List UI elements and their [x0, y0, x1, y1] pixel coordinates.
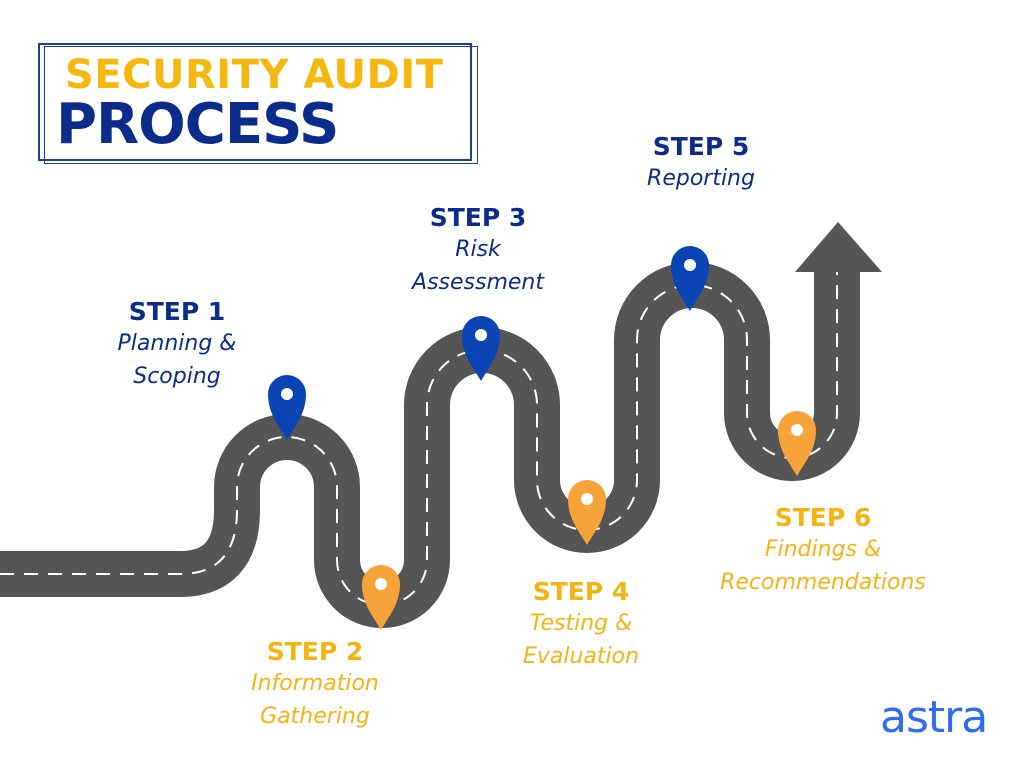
step3-name-line2: Assessment [412, 270, 544, 295]
road-center-line [0, 255, 838, 606]
title-frame [38, 43, 472, 161]
map-pin-icon-step6 [778, 411, 816, 476]
title-frame-shadow [44, 46, 478, 164]
map-pin-icon-step5 [671, 246, 709, 311]
step1-number: STEP 1 [128, 297, 226, 326]
map-pin-icon-step4 [568, 480, 606, 545]
step3-label: STEP 3 Risk Assessment [373, 203, 583, 299]
step3-name-line1: Risk [455, 237, 501, 262]
step4-number: STEP 4 [532, 577, 630, 606]
step2-name-line2: Gathering [260, 704, 370, 729]
step2-label: STEP 2 Information Gathering [210, 637, 420, 733]
map-pin-icon-step3 [462, 316, 500, 381]
step2-name-line1: Information [251, 671, 379, 696]
step4-name-line1: Testing & [529, 611, 633, 636]
step3-number: STEP 3 [429, 203, 527, 232]
step5-number: STEP 5 [652, 132, 750, 161]
title-line2: PROCESS [56, 92, 339, 157]
step6-name-line2: Recommendations [720, 570, 926, 595]
step1-name-line2: Scoping [133, 364, 221, 389]
step6-label: STEP 6 Findings & Recommendations [698, 503, 948, 599]
step6-name-line1: Findings & [764, 537, 882, 562]
step4-name-line2: Evaluation [522, 644, 640, 669]
astra-logo: astra [880, 692, 988, 743]
step1-label: STEP 1 Planning & Scoping [82, 297, 272, 393]
step6-number: STEP 6 [774, 503, 872, 532]
map-pin-icon-step2 [362, 565, 400, 630]
map-pin-icon-step1 [268, 375, 306, 440]
step2-number: STEP 2 [266, 637, 364, 666]
step4-label: STEP 4 Testing & Evaluation [476, 577, 686, 673]
step5-name-line1: Reporting [647, 166, 755, 191]
arrow-head-icon [795, 222, 882, 272]
title-line1: SECURITY AUDIT [65, 52, 444, 98]
step1-name-line1: Planning & [117, 331, 237, 356]
step5-label: STEP 5 Reporting [596, 132, 806, 195]
